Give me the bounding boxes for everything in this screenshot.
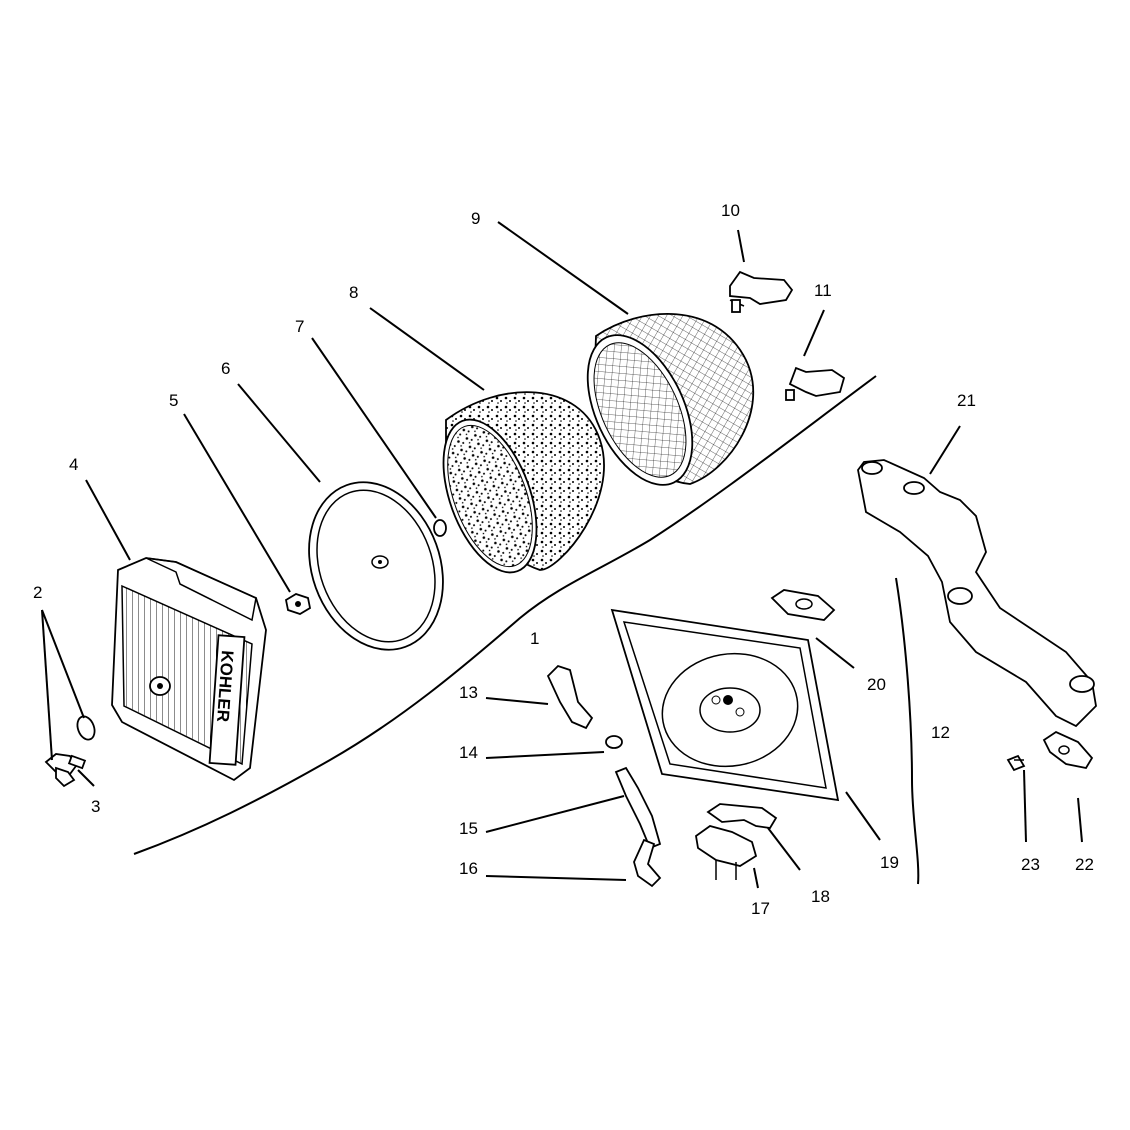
callout-16: 16 <box>459 859 478 878</box>
paper-element-part <box>586 313 755 486</box>
callout-8: 8 <box>349 283 358 302</box>
group-12-bracket <box>895 577 920 885</box>
callout-7: 7 <box>295 317 304 336</box>
air-cleaner-cover-part: KOHLER <box>111 557 267 782</box>
callout-3: 3 <box>91 797 100 816</box>
callout-13: 13 <box>459 683 478 702</box>
callout-17: 17 <box>751 899 770 918</box>
cover-nut-part <box>284 593 312 615</box>
callout-14: 14 <box>459 743 478 762</box>
washer-part <box>76 715 96 741</box>
leader-lines <box>41 221 1083 889</box>
cover-brand-label: KOHLER <box>213 650 237 723</box>
bracket-part-11 <box>785 366 846 401</box>
callout-2: 2 <box>33 583 42 602</box>
intake-tube-part <box>857 459 1097 728</box>
callout-10: 10 <box>721 201 740 220</box>
callout-9: 9 <box>471 209 480 228</box>
callout-12: 12 <box>931 723 950 742</box>
wing-nut-part <box>44 753 87 788</box>
assembly-divider-curve <box>133 375 877 855</box>
foam-precleaner-part <box>442 391 605 574</box>
seal-nut-part <box>433 519 447 537</box>
element-cover-plate-part <box>308 481 444 651</box>
callout-21: 21 <box>957 391 976 410</box>
callout-4: 4 <box>69 455 78 474</box>
breather-hose-part <box>614 766 662 850</box>
breather-elbow-part <box>546 664 594 730</box>
valve-bracket-part <box>706 803 778 829</box>
callout-labels: 1 2 3 4 5 6 7 8 9 10 11 12 13 14 15 16 1… <box>33 201 1094 918</box>
breather-valve-part <box>695 825 758 880</box>
callout-1: 1 <box>530 629 539 648</box>
mounting-screw-part <box>1006 754 1026 772</box>
callout-18: 18 <box>811 887 830 906</box>
callout-23: 23 <box>1021 855 1040 874</box>
callout-11: 11 <box>814 281 832 300</box>
gasket-part <box>770 589 836 621</box>
hose-clamp-part <box>605 735 623 749</box>
bracket-part-10 <box>729 270 794 313</box>
callout-15: 15 <box>459 819 478 838</box>
callout-22: 22 <box>1075 855 1094 874</box>
callout-19: 19 <box>880 853 899 872</box>
base-plate-part <box>610 608 840 802</box>
mounting-gasket-part <box>1042 730 1094 770</box>
callout-5: 5 <box>169 391 178 410</box>
callout-6: 6 <box>221 359 230 378</box>
callout-20: 20 <box>867 675 886 694</box>
breather-tube-part <box>633 838 662 888</box>
